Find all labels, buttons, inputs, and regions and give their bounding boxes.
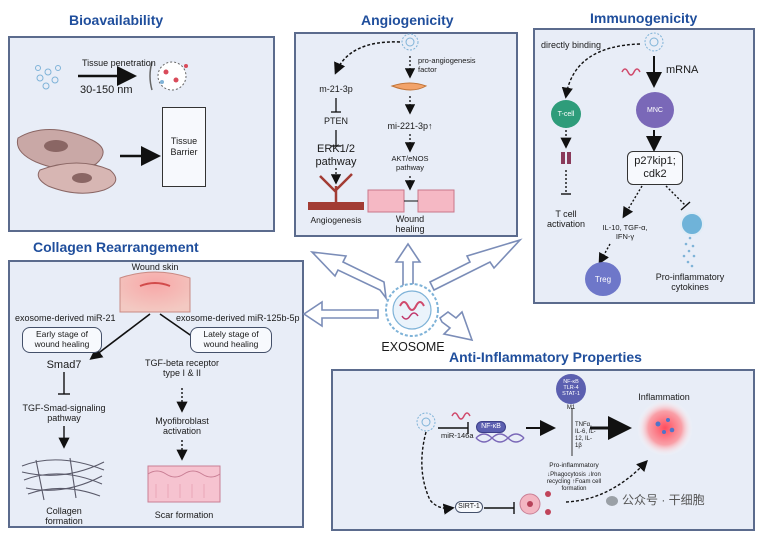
tissue-barrier-label: Tissue Barrier	[170, 136, 198, 157]
lately-stage-pill: Lately stage of wound healing	[190, 327, 272, 353]
size-label: 30-150 nm	[80, 84, 133, 96]
tissue-penetration-label: Tissue penetration	[82, 58, 156, 68]
collagen-formation-label: Collagen formation	[45, 506, 83, 527]
pro-inflammatory-cytokines-label: Pro-inflammatory cytokines	[655, 272, 725, 293]
pro-factor-label: pro-angiogenesis factor	[418, 56, 476, 74]
tgf-receptor-label: TGF-beta receptor type I & II	[144, 358, 220, 379]
m1-macrophage-icon: NF-κB TLR-4 STAT-1	[556, 374, 586, 404]
treg-icon: Treg	[585, 262, 621, 296]
sirt1-pill: SIRT-1	[455, 501, 483, 514]
arrow-upright	[428, 238, 523, 292]
macrophage-icon	[680, 212, 704, 236]
tcell-icon: T-cell	[551, 100, 581, 128]
tcell-label: T-cell	[557, 110, 575, 118]
angiogenicity-title: Angiogenicity	[361, 12, 454, 28]
tgf-smad-label: TGF-Smad-signaling pathway	[22, 403, 106, 424]
p27-box: p27kip1; cdk2	[627, 151, 683, 185]
exosome-label: EXOSOME	[381, 340, 445, 354]
p27-label: p27kip1; cdk2	[634, 154, 676, 180]
sirt1-label: SIRT-1	[458, 503, 480, 510]
effects-label: ↓Phagocytosis ↓Iron recycling ↑Foam cell…	[546, 472, 602, 492]
m1-label: M1	[566, 405, 576, 411]
collagen-title: Collagen Rearrangement	[33, 239, 199, 255]
treg-label: Treg	[594, 274, 612, 284]
directly-binding-label: directly binding	[541, 40, 602, 50]
arrow-upleft	[309, 250, 388, 301]
arrow-up	[394, 242, 422, 291]
inflammation-label: Inflammation	[638, 392, 690, 402]
wound-skin-label: Wound skin	[131, 262, 179, 272]
lately-stage-label: Lately stage of wound healing	[203, 329, 259, 349]
pten-label: PTEN	[323, 116, 349, 126]
m1-markers-label: NF-κB TLR-4 STAT-1	[562, 379, 580, 397]
scar-formation-label: Scar formation	[154, 510, 214, 520]
anti-inflammatory-title: Anti-Inflammatory Properties	[449, 349, 642, 365]
watermark-label: 公众号 · 干细胞	[606, 493, 705, 508]
collagen-panel	[8, 260, 304, 528]
mnc-label: MNC	[647, 106, 663, 114]
watermark-text: 公众号 · 干细胞	[622, 493, 705, 507]
mrna-label: mRNA	[666, 64, 699, 76]
tissue-barrier-box: Tissue Barrier	[162, 107, 206, 187]
pro-inflammatory-anti-label: Pro-inflammatory	[549, 462, 599, 469]
wound-healing-label: Wound healing	[395, 214, 425, 235]
immuno-cytokines-label: IL-10, TGF-α, IFN-γ	[602, 223, 648, 241]
mir221-label: mi-221-3p↑	[387, 121, 433, 131]
mir146a-label: miR-146a	[441, 431, 474, 440]
bioavailability-title: Bioavailability	[69, 12, 164, 28]
arrow-downright	[438, 310, 474, 342]
myofibroblast-label: Myofibroblast activation	[155, 416, 209, 437]
mir21-label: m-21-3p	[319, 84, 353, 94]
arrow-left	[302, 300, 379, 328]
angiogenesis-label: Angiogenesis	[310, 215, 362, 225]
erk-label: ERK1/2 pathway	[315, 143, 357, 168]
mir21-collagen-label: exosome-derived miR-21	[15, 313, 116, 323]
nfkb-pill: NF-κB	[476, 421, 506, 434]
nfkb-label: NF-κB	[481, 423, 501, 430]
mir125-label: exosome-derived miR-125b-5p	[176, 313, 300, 323]
mnc-icon: MNC	[636, 92, 674, 128]
early-stage-pill: Early stage of wound healing	[22, 327, 102, 353]
smad7-label: Smad7	[46, 359, 82, 371]
tcell-activation-label: T cell activation	[546, 209, 586, 230]
central-arrows	[302, 238, 523, 342]
wechat-icon	[606, 495, 618, 506]
central-exosome-icon	[385, 283, 439, 337]
tnf-list-label: TNFα, IL-6, IL-12, IL-1β	[575, 422, 596, 449]
immunogenicity-title: Immunogenicity	[590, 10, 698, 26]
early-stage-label: Early stage of wound healing	[34, 329, 90, 349]
akt-label: AKT/eNOS pathway	[391, 154, 429, 172]
